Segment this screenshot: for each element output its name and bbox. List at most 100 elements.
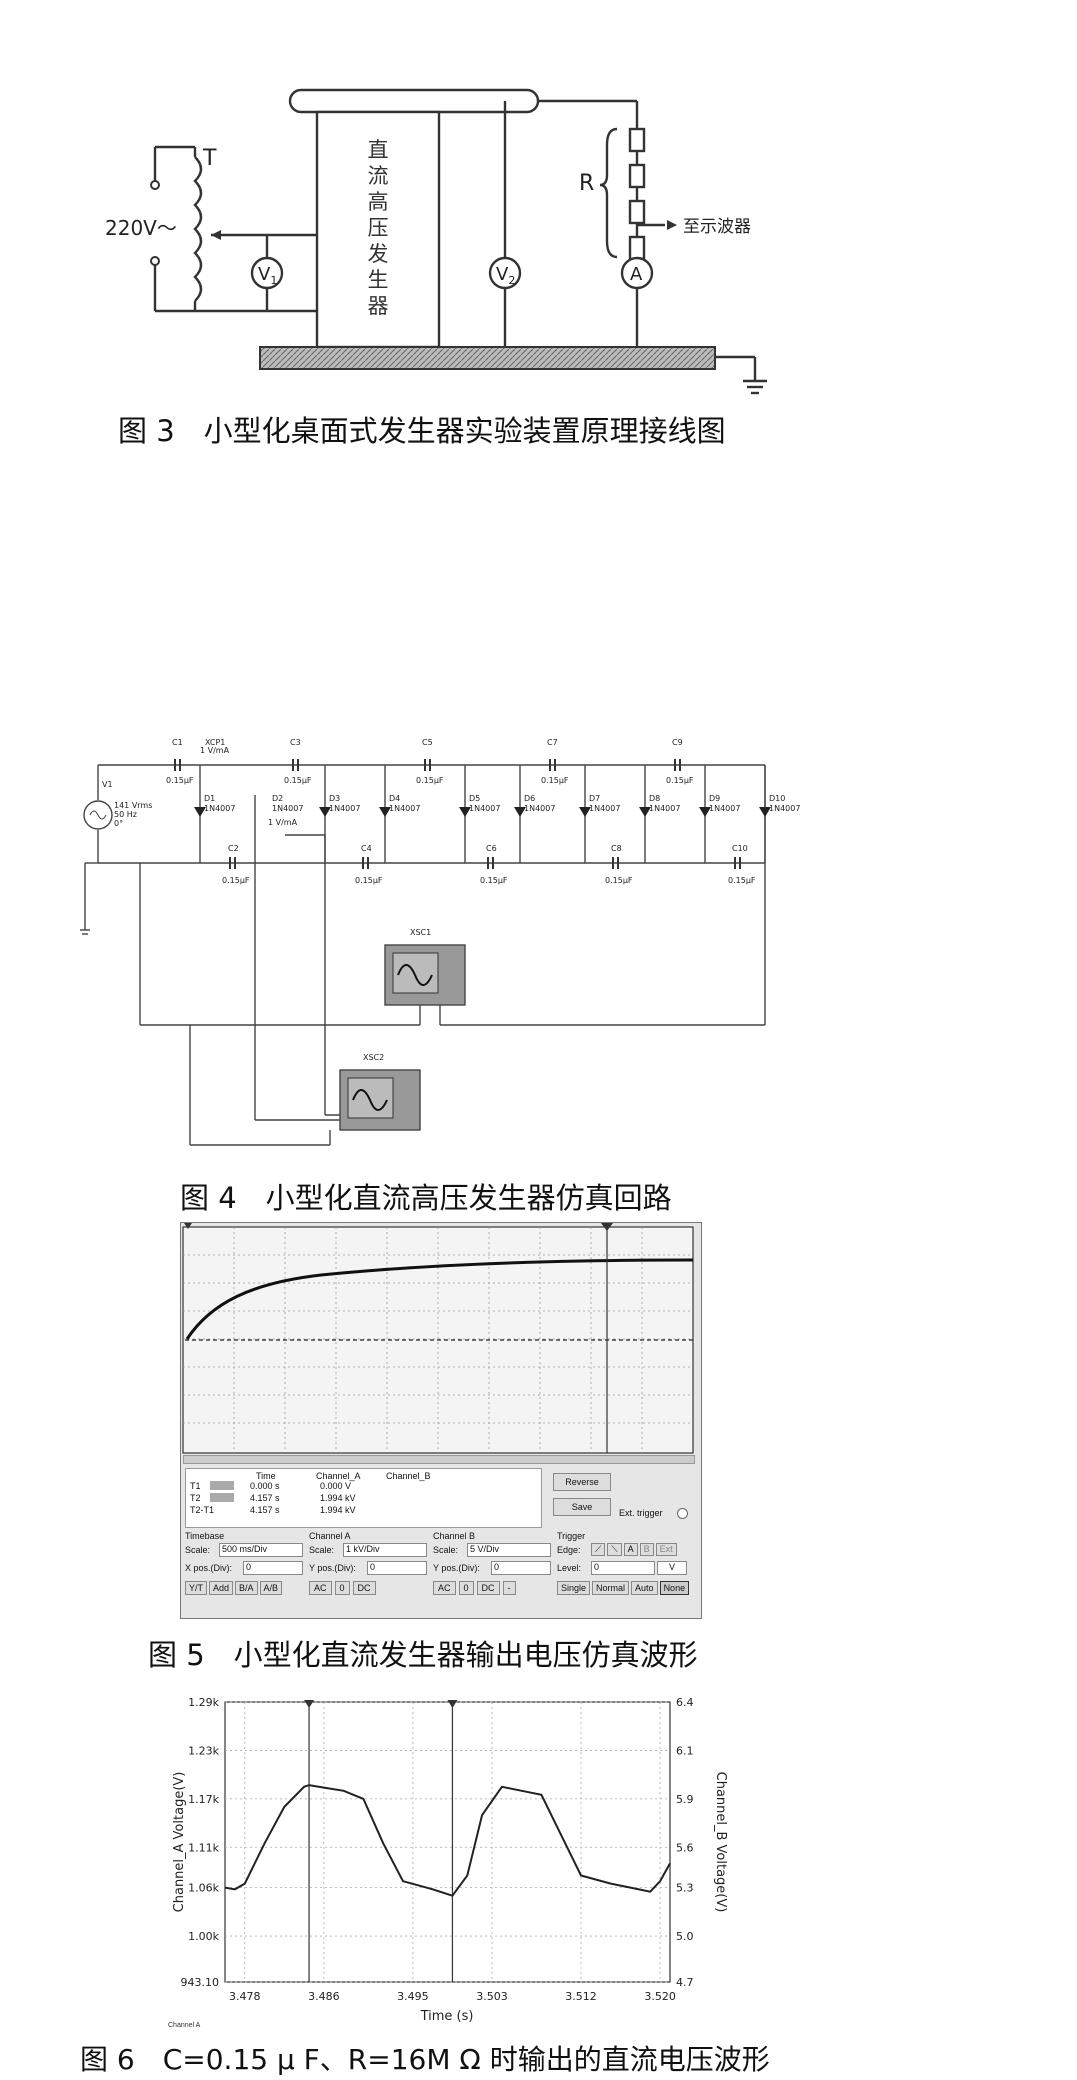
scope-scrollbar[interactable] — [183, 1455, 695, 1464]
readout-header-b: Channel_B — [386, 1471, 431, 1481]
trigger-source-ext[interactable]: Ext — [655, 1543, 677, 1556]
y-tick-label-left: 1.17k — [188, 1793, 219, 1806]
ext-trigger-radio[interactable] — [677, 1508, 688, 1519]
x-tick-label: 3.520 — [644, 1990, 676, 2003]
readout-table: Time Channel_A Channel_B T1 0.000 s 0.00… — [185, 1468, 542, 1528]
timebase-xpos-label: X pos.(Div): — [185, 1563, 233, 1573]
mode-ba-button[interactable]: B/A — [235, 1581, 258, 1595]
voltmeter-v2 — [488, 256, 522, 290]
svg-text:0.15μF: 0.15μF — [666, 776, 694, 785]
diode-d5: D5 — [469, 794, 480, 803]
y-axis-label-left: Channel_A Voltage(V) — [172, 1772, 187, 1913]
channel-a-title: Channel A — [309, 1531, 351, 1541]
source-freq: 50 Hz — [114, 810, 137, 819]
trigger-level-input[interactable]: 0 — [591, 1561, 655, 1575]
source-name: V1 — [102, 780, 113, 789]
channel-a-dc-button[interactable]: DC — [352, 1581, 376, 1595]
timebase-title: Timebase — [185, 1531, 225, 1541]
y-tick-label-right: 6.4 — [676, 1696, 694, 1709]
trigger-auto-button[interactable]: Auto — [631, 1581, 658, 1595]
reverse-button[interactable]: Reverse — [553, 1473, 611, 1491]
trigger-unit-select[interactable]: V — [657, 1561, 687, 1575]
svg-text:V1: V1 — [258, 264, 277, 287]
v2-sub: 2 — [508, 274, 515, 287]
channel-a-scale-input[interactable]: 1 kV/Div — [343, 1543, 427, 1557]
readout-header-time: Time — [256, 1471, 276, 1481]
channel-b-ac-button[interactable]: AC — [433, 1581, 456, 1595]
x-tick-label: 3.478 — [229, 1990, 261, 2003]
trigger-group: Trigger Edge: ⟋ ⟍ A B Ext Level: 0 V Sin… — [557, 1531, 697, 1611]
channel-a-trace — [224, 1784, 671, 1897]
x-tick-label: 3.512 — [565, 1990, 597, 2003]
cap-c8: C8 — [611, 844, 622, 853]
save-button[interactable]: Save — [553, 1498, 611, 1516]
svg-text:1N4007: 1N4007 — [589, 804, 620, 813]
channel-b-0-button[interactable]: 0 — [458, 1581, 474, 1595]
rising-edge-icon[interactable]: ⟋ — [591, 1543, 606, 1556]
diode-d2: D2 — [272, 794, 283, 803]
mode-ab-button[interactable]: A/B — [259, 1581, 283, 1595]
source-label: 220V～ — [105, 216, 177, 240]
channel-a-0-button[interactable]: 0 — [334, 1581, 350, 1595]
cap-c10: C10 — [732, 844, 748, 853]
channel-a-ypos-input[interactable]: 0 — [367, 1561, 427, 1575]
scope-screen — [182, 1223, 694, 1454]
channel-a-group: Channel A Scale: 1 kV/Div Y pos.(Div): 0… — [309, 1531, 427, 1611]
trigger-single-button[interactable]: Single — [557, 1581, 591, 1595]
svg-text:压: 压 — [368, 216, 389, 240]
electrode-bar — [288, 88, 540, 114]
t2-arrows[interactable] — [210, 1493, 234, 1502]
y-tick-label-right: 5.6 — [676, 1841, 694, 1854]
svg-text:0.15μF: 0.15μF — [728, 876, 756, 885]
mode-add-button[interactable]: Add — [209, 1581, 234, 1595]
cap-c2: C2 — [228, 844, 239, 853]
v2-label: V — [496, 264, 509, 285]
fig3-caption: 图 3 小型化桌面式发生器实验装置原理接线图 — [118, 414, 726, 448]
y-axis-label-right: Channel_B Voltage(V) — [713, 1772, 728, 1913]
svg-text:直: 直 — [368, 138, 389, 162]
readout-time: 4.157 s — [250, 1505, 280, 1515]
readout-time: 0.000 s — [250, 1481, 280, 1491]
readout-a: 1.994 kV — [320, 1505, 356, 1515]
falling-edge-icon[interactable]: ⟍ — [607, 1543, 622, 1556]
svg-text:0.15μF: 0.15μF — [416, 776, 444, 785]
trigger-normal-button[interactable]: Normal — [592, 1581, 630, 1595]
channel-b-dc-button[interactable]: DC — [476, 1581, 500, 1595]
y-tick-label-left: 1.29k — [188, 1696, 219, 1709]
trigger-title: Trigger — [557, 1531, 586, 1541]
cap-c4: C4 — [361, 844, 372, 853]
timebase-scale-label: Scale: — [185, 1545, 211, 1555]
cursor-handle-icon[interactable] — [447, 1700, 458, 1708]
trigger-none-button[interactable]: None — [659, 1581, 690, 1595]
trigger-source-a[interactable]: A — [623, 1543, 638, 1556]
mode-yt-button[interactable]: Y/T — [185, 1581, 208, 1595]
cursor-handle-icon[interactable] — [304, 1700, 315, 1708]
generator-box — [315, 110, 441, 349]
timebase-scale-input[interactable]: 500 ms/Div — [219, 1543, 303, 1557]
scope1-label: XSC1 — [410, 928, 431, 937]
svg-text:1N4007: 1N4007 — [469, 804, 500, 813]
channel-b-title: Channel B — [433, 1531, 476, 1541]
source-phase: 0° — [114, 819, 123, 828]
channel-b-scale-input[interactable]: 5 V/Div — [467, 1543, 551, 1557]
svg-text:V2: V2 — [496, 264, 515, 287]
svg-text:生: 生 — [368, 268, 389, 292]
cap-c5: C5 — [422, 738, 433, 747]
channel-b-ypos-input[interactable]: 0 — [491, 1561, 551, 1575]
trigger-source-b[interactable]: B — [639, 1543, 654, 1556]
diode-d4: D4 — [389, 794, 400, 803]
fig3-schematic: T 220V～ R 至示波器 V1 V2 A 直 流 高 压 发 生 器 — [105, 88, 767, 395]
readout-a: 0.000 V — [320, 1481, 352, 1491]
diode-d10: D10 — [769, 794, 785, 803]
svg-text:高: 高 — [368, 190, 389, 214]
channel-b-minus-button[interactable]: - — [502, 1581, 516, 1595]
readout-row-label: T1 — [190, 1481, 201, 1491]
t1-arrows[interactable] — [210, 1481, 234, 1490]
svg-text:0.15μF: 0.15μF — [480, 876, 508, 885]
channel-a-ac-button[interactable]: AC — [309, 1581, 332, 1595]
fig4-caption: 图 4 小型化直流高压发生器仿真回路 — [180, 1181, 672, 1215]
fig4-schematic: V1 141 Vrms 50 Hz 0° XCP1 1 V/mA 1 V/mA … — [80, 738, 800, 1146]
timebase-xpos-input[interactable]: 0 — [243, 1561, 303, 1575]
fig5-caption: 图 5 小型化直流发生器输出电压仿真波形 — [148, 1638, 698, 1672]
